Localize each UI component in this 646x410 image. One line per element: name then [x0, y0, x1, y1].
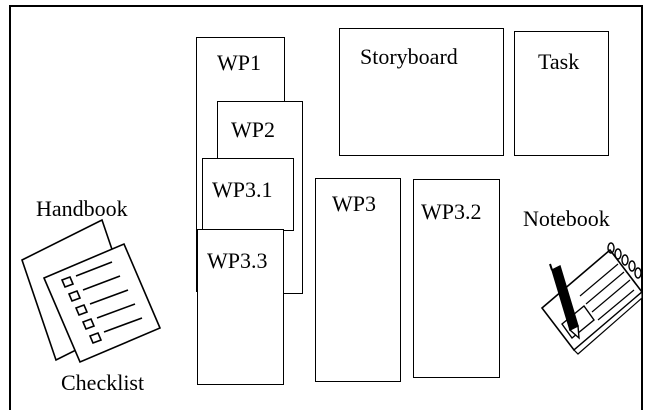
wp1-label: WP1 [217, 50, 261, 75]
wp3-3-box: WP3.3 [197, 229, 284, 385]
task-box: Task [514, 31, 609, 156]
wp3-1-label: WP3.1 [212, 177, 273, 202]
wp3-2-label: WP3.2 [421, 199, 482, 224]
notebook-label: Notebook [523, 206, 610, 231]
wp2-label: WP2 [231, 117, 275, 142]
wp3-3-label: WP3.3 [207, 248, 268, 273]
wp3-1-box: WP3.1 [202, 158, 294, 231]
checklist-label: Checklist [61, 370, 145, 395]
handbook-label: Handbook [36, 196, 128, 221]
wp3-label: WP3 [332, 191, 376, 216]
diagram-frame [9, 5, 643, 410]
checklist-icon [42, 242, 162, 364]
storyboard-box: Storyboard [339, 28, 504, 156]
task-label: Task [538, 49, 580, 74]
pen-icon [549, 263, 580, 340]
wp3-box: WP3 [315, 178, 401, 382]
storyboard-label: Storyboard [360, 44, 458, 69]
notebook-icon [540, 242, 644, 355]
wp3-2-box: WP3.2 [413, 179, 500, 378]
